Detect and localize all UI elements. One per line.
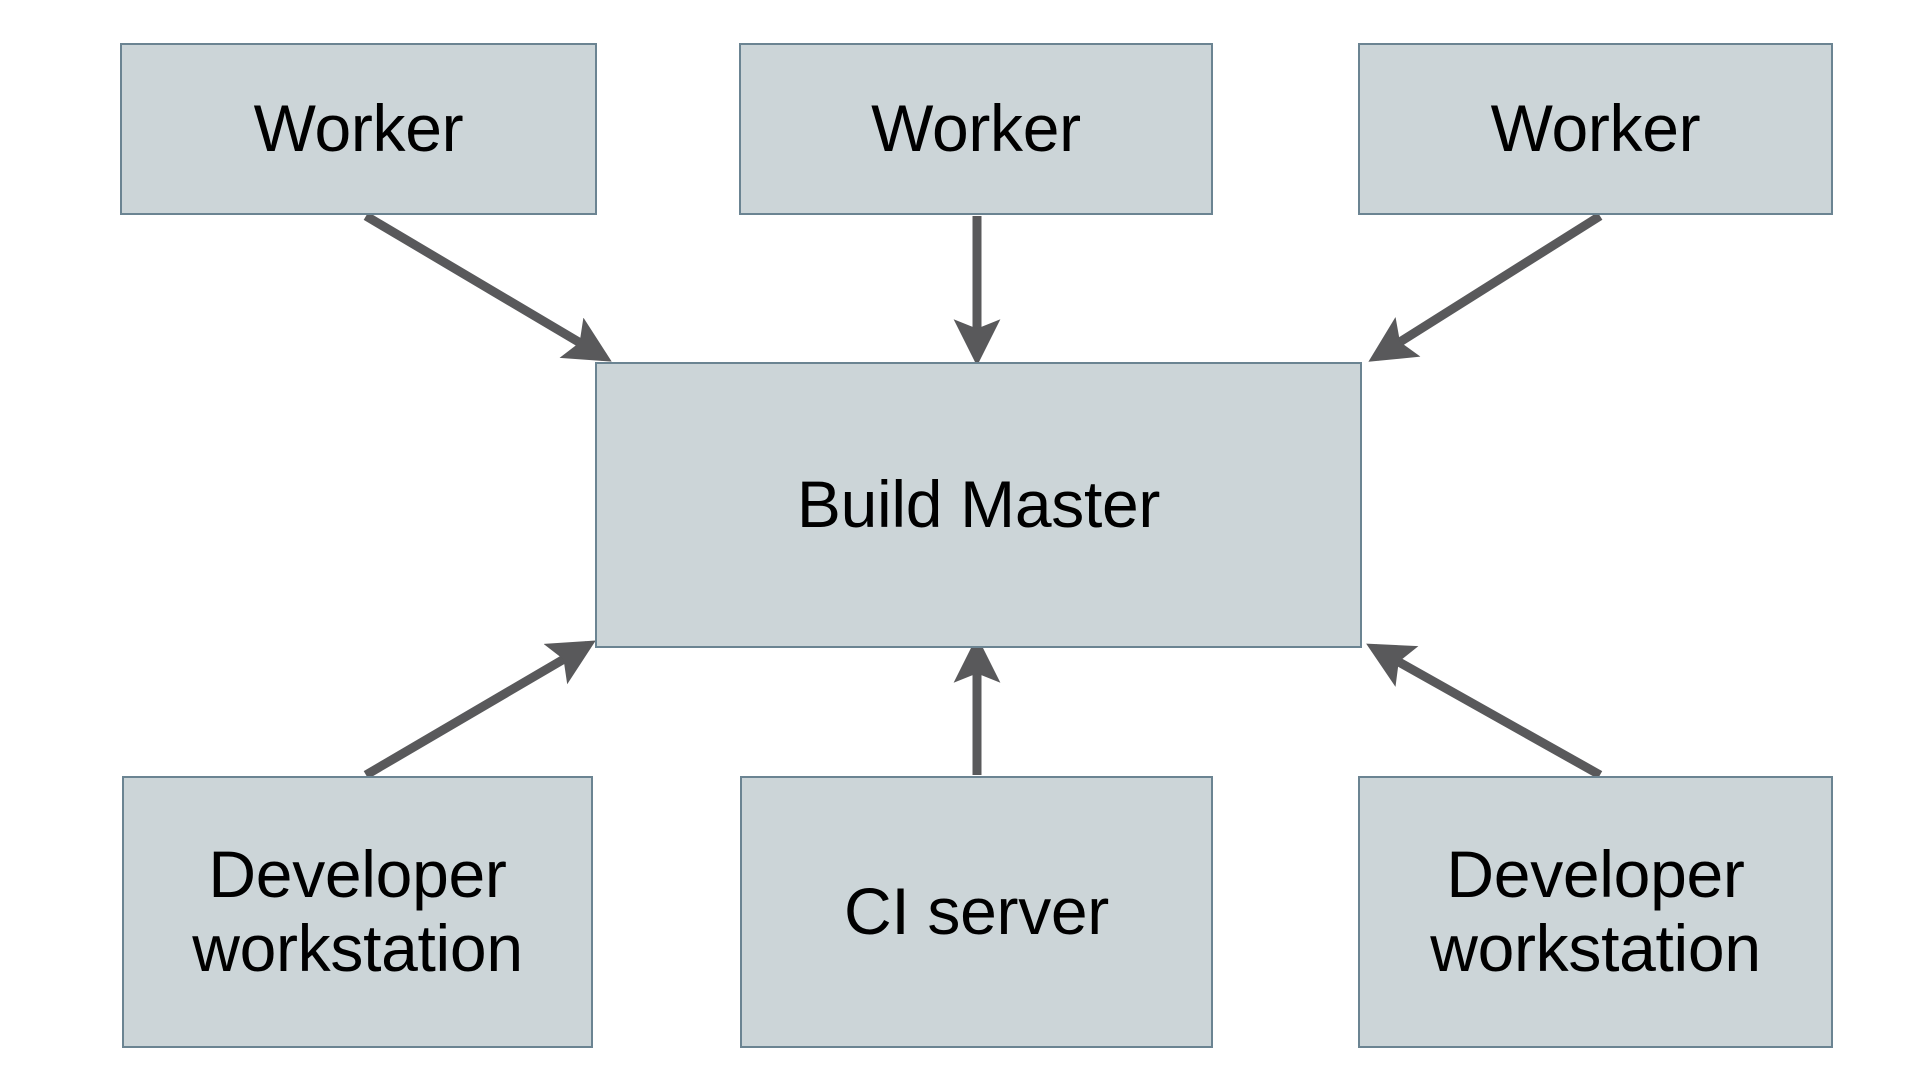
arrow-worker-left-to-build-master xyxy=(363,212,612,362)
node-developer-workstation-right[interactable]: Developer workstation xyxy=(1358,776,1833,1048)
node-worker-left-label: Worker xyxy=(253,91,464,166)
node-build-master-label: Build Master xyxy=(796,467,1161,542)
node-developer-workstation-left[interactable]: Developer workstation xyxy=(122,776,593,1048)
node-worker-right[interactable]: Worker xyxy=(1358,43,1833,215)
arrow-dev-right-to-build-master xyxy=(1366,643,1603,779)
node-ci-server-label: CI server xyxy=(843,874,1109,949)
node-worker-left[interactable]: Worker xyxy=(120,43,597,215)
arrow-worker-right-to-build-master xyxy=(1368,212,1603,362)
node-ci-server[interactable]: CI server xyxy=(740,776,1213,1048)
node-developer-workstation-right-label: Developer workstation xyxy=(1430,837,1761,985)
node-developer-workstation-left-label: Developer workstation xyxy=(192,837,523,985)
node-build-master[interactable]: Build Master xyxy=(595,362,1362,648)
node-worker-mid-label: Worker xyxy=(871,91,1081,166)
node-worker-mid[interactable]: Worker xyxy=(739,43,1213,215)
node-worker-right-label: Worker xyxy=(1490,91,1701,166)
arrow-dev-left-to-build-master xyxy=(363,640,596,779)
